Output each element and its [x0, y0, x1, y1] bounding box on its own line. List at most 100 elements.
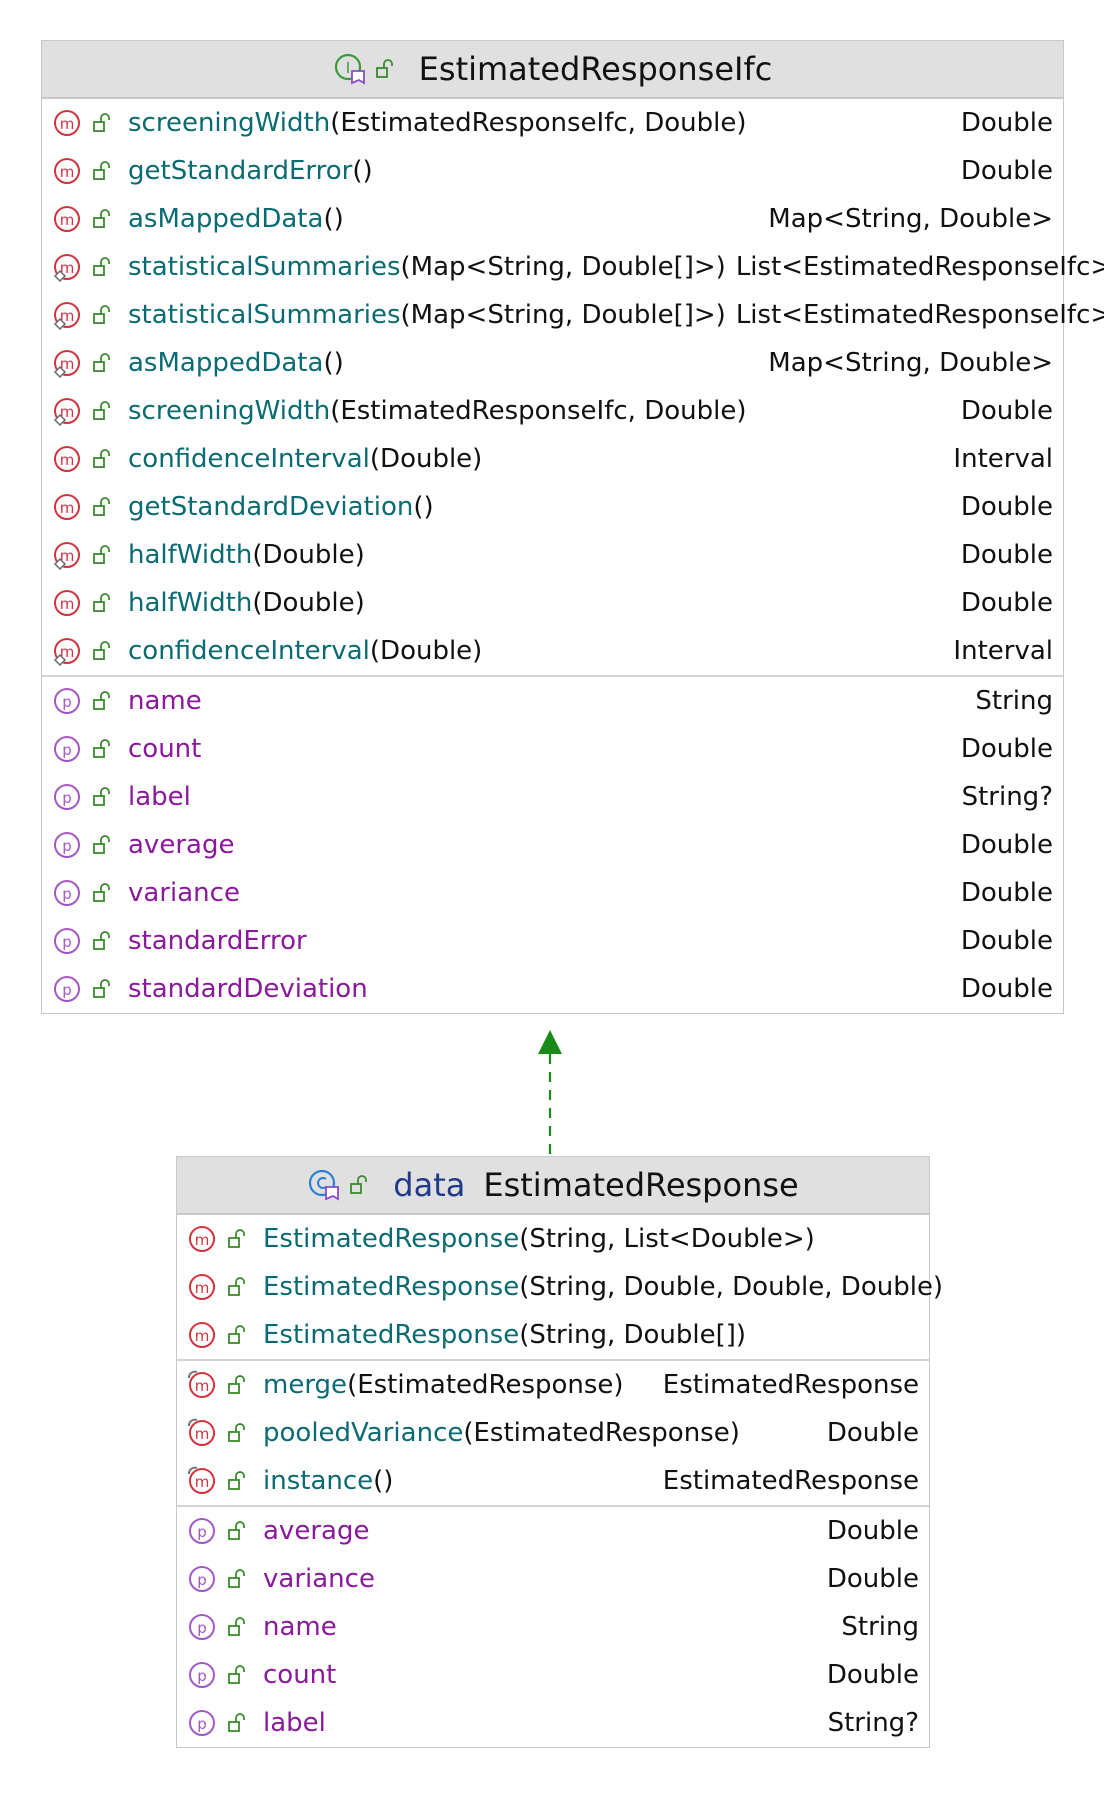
- property-name: name: [263, 1612, 337, 1642]
- data-keyword: data: [393, 1166, 466, 1204]
- member-name: EstimatedResponse: [263, 1224, 520, 1254]
- member-name: EstimatedResponse: [263, 1320, 520, 1350]
- property-name: variance: [263, 1564, 375, 1594]
- public-visibility-icon: [92, 256, 114, 278]
- member-type: Double: [960, 492, 1053, 522]
- public-visibility-icon: [92, 544, 114, 566]
- public-visibility-icon: [92, 882, 114, 904]
- member-params: (String, Double, Double, Double): [519, 1272, 944, 1302]
- property-name: variance: [128, 878, 240, 908]
- svg-text:m: m: [60, 451, 75, 469]
- member-name: pooledVariance: [263, 1418, 464, 1448]
- method-icon: m: [52, 156, 82, 186]
- member-params: (): [413, 492, 434, 522]
- member-type: Double: [960, 540, 1053, 570]
- property-icon: p: [52, 974, 82, 1004]
- member-params: (): [352, 156, 373, 186]
- public-visibility-icon: [349, 1174, 371, 1196]
- class-icon: [307, 1168, 341, 1202]
- svg-text:m: m: [60, 643, 75, 661]
- member-params: (Double): [252, 588, 365, 618]
- public-visibility-icon: [227, 1520, 249, 1542]
- member-params: (Double): [252, 540, 365, 570]
- method-row: m instance() EstimatedResponse: [177, 1457, 929, 1505]
- public-visibility-icon: [92, 496, 114, 518]
- member-params: (String, List<Double>): [519, 1224, 815, 1254]
- property-name: label: [263, 1708, 326, 1738]
- member-name: getStandardDeviation: [128, 492, 414, 522]
- public-visibility-icon: [92, 448, 114, 470]
- svg-text:p: p: [62, 933, 72, 951]
- property-icon: p: [187, 1660, 217, 1690]
- member-type: Double: [960, 396, 1053, 426]
- static-method-icon: m: [187, 1418, 217, 1448]
- svg-text:m: m: [195, 1279, 210, 1297]
- abstract-method-icon: m: [52, 396, 82, 426]
- member-type: List<EstimatedResponseIfc>: [735, 252, 1104, 282]
- member-type: Double: [826, 1660, 919, 1690]
- property-name: name: [128, 686, 202, 716]
- member-type: String: [841, 1612, 919, 1642]
- member-name: confidenceInterval: [128, 444, 370, 474]
- member-name: asMappedData: [128, 204, 324, 234]
- method-icon: m: [52, 444, 82, 474]
- method-icon: m: [187, 1320, 217, 1350]
- member-params: (): [323, 204, 344, 234]
- public-visibility-icon: [92, 304, 114, 326]
- member-name: confidenceInterval: [128, 636, 370, 666]
- member-name: EstimatedResponse: [263, 1272, 520, 1302]
- svg-text:p: p: [197, 1667, 207, 1685]
- method-icon: m: [187, 1224, 217, 1254]
- property-name: average: [128, 830, 235, 860]
- svg-text:m: m: [60, 499, 75, 517]
- property-icon: p: [52, 686, 82, 716]
- public-visibility-icon: [227, 1712, 249, 1734]
- property-name: standardDeviation: [128, 974, 368, 1004]
- public-visibility-icon: [227, 1324, 249, 1346]
- member-params: (Double): [369, 636, 483, 666]
- public-visibility-icon: [92, 352, 114, 374]
- member-type: Double: [826, 1564, 919, 1594]
- member-type: Double: [960, 926, 1053, 956]
- member-params: (): [373, 1466, 394, 1496]
- member-type: Map<String, Double>: [768, 204, 1053, 234]
- member-type: EstimatedResponse: [662, 1466, 919, 1496]
- member-type: Double: [960, 156, 1053, 186]
- member-name: instance: [263, 1466, 374, 1496]
- abstract-method-icon: m: [52, 636, 82, 666]
- member-name: halfWidth: [128, 540, 253, 570]
- svg-text:m: m: [195, 1473, 210, 1491]
- public-visibility-icon: [227, 1470, 249, 1492]
- svg-text:p: p: [197, 1715, 207, 1733]
- member-type: Double: [960, 974, 1053, 1004]
- property-row: p name String: [177, 1603, 929, 1651]
- member-type: EstimatedResponse: [662, 1370, 919, 1400]
- member-type: List<EstimatedResponseIfc>: [735, 300, 1104, 330]
- public-visibility-icon: [92, 112, 114, 134]
- member-type: Interval: [953, 444, 1053, 474]
- public-visibility-icon: [92, 978, 114, 1000]
- member-params: (EstimatedResponse): [463, 1418, 740, 1448]
- public-visibility-icon: [92, 930, 114, 952]
- method-icon: m: [52, 492, 82, 522]
- svg-text:p: p: [62, 693, 72, 711]
- property-icon: p: [187, 1612, 217, 1642]
- svg-text:m: m: [60, 259, 75, 277]
